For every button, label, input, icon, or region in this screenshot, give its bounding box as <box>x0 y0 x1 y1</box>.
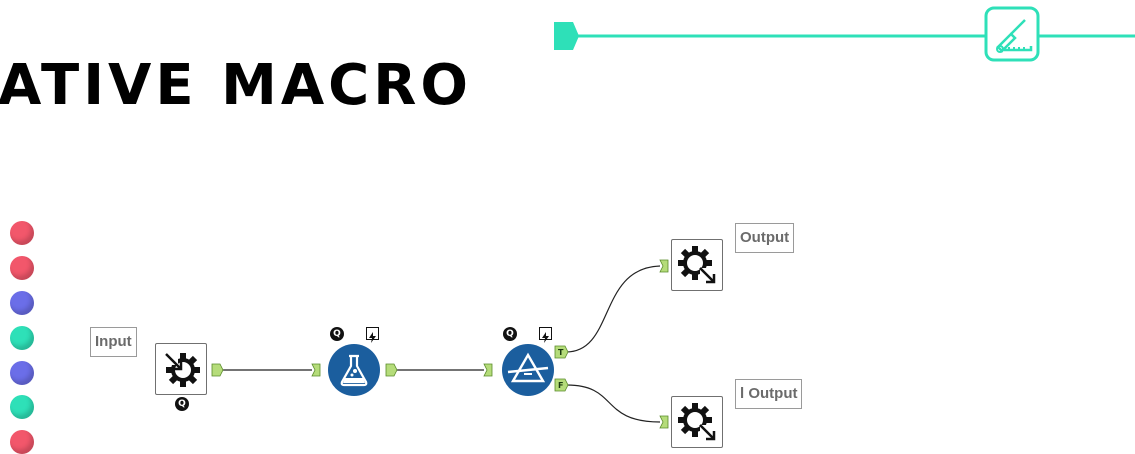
output-anchor[interactable] <box>211 363 224 377</box>
dot-teal <box>10 326 34 350</box>
false-anchor-label: F <box>558 381 563 390</box>
true-anchor[interactable]: T <box>554 345 569 359</box>
input-anchor[interactable] <box>659 415 669 429</box>
dot-blue <box>10 291 34 315</box>
quick-badge: Q <box>503 327 517 341</box>
macro-output-tool-false[interactable] <box>671 396 723 448</box>
macro-input-tool[interactable] <box>155 343 207 395</box>
quick-badge: Q <box>330 327 344 341</box>
dot-blue <box>10 361 34 385</box>
macro-output-tool-true[interactable] <box>671 239 723 291</box>
connection-line-false <box>566 384 661 423</box>
input-anchor[interactable] <box>483 363 493 377</box>
macro-input-label: Input <box>90 327 137 357</box>
true-anchor-label: T <box>558 348 564 357</box>
false-anchor[interactable]: F <box>554 378 569 392</box>
input-anchor[interactable] <box>659 259 669 273</box>
connection-line-true <box>565 265 661 353</box>
ruler-pencil-icon <box>984 6 1040 62</box>
macro-input-icon <box>165 352 200 387</box>
side-dot-column <box>10 220 40 454</box>
line-start-marker <box>554 22 579 50</box>
dot-red <box>10 221 34 245</box>
output-anchor[interactable] <box>385 363 398 377</box>
dot-red <box>10 256 34 280</box>
macro-output-icon <box>678 246 716 284</box>
filter-icon <box>502 344 554 396</box>
slide-title: ATIVE MACRO <box>0 53 473 118</box>
macro-output-label: Output <box>735 223 795 253</box>
dot-red <box>10 430 34 454</box>
dot-teal <box>10 395 34 419</box>
formula-flask-icon <box>328 344 380 396</box>
top-progress-line <box>554 6 1135 62</box>
formula-tool[interactable] <box>328 344 380 396</box>
macro-output-label: l Output <box>735 379 803 409</box>
lightning-icon <box>539 327 552 343</box>
input-anchor[interactable] <box>311 363 321 377</box>
macro-output-icon <box>678 403 716 441</box>
quick-badge: Q <box>175 397 189 411</box>
lightning-icon <box>366 327 379 343</box>
filter-tool[interactable] <box>502 344 554 396</box>
